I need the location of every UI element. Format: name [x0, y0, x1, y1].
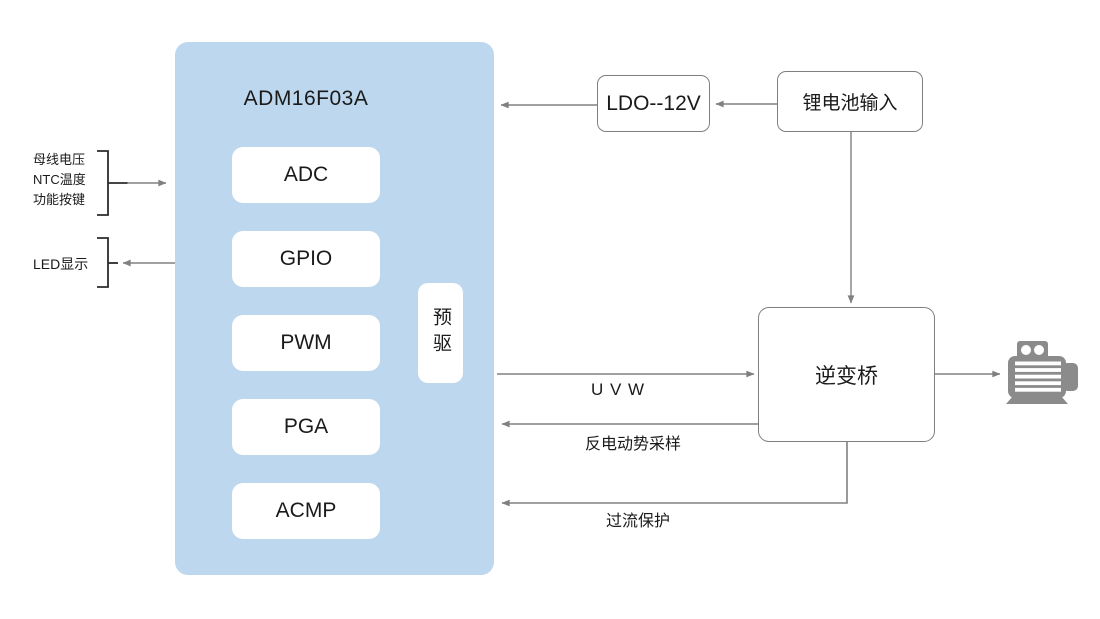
module-adc: ADC	[232, 147, 380, 203]
module-pwm: PWM	[232, 315, 380, 371]
input-bracket	[97, 150, 109, 216]
label-back-emf-sampling: 反电动势采样	[584, 436, 681, 453]
chip-title: ADM16F03A	[243, 87, 369, 110]
sensing-input-labels: 母线电压 NTC温度 功能按键	[33, 150, 86, 210]
label-uvw: U V W	[590, 380, 646, 399]
inverter-bridge-block: 逆变桥	[758, 307, 935, 442]
label-overcurrent-protection: 过流保护	[605, 513, 670, 530]
ldo-block: LDO--12V	[597, 75, 710, 132]
label-led-display: LED显示	[33, 256, 89, 272]
label-ntc-temp: NTC温度	[33, 172, 86, 187]
label-function-keys: 功能按键	[33, 192, 86, 207]
predriver-block: 预驱	[418, 283, 463, 383]
module-pga: PGA	[232, 399, 380, 455]
battery-input-block: 锂电池输入	[777, 71, 923, 132]
module-gpio: GPIO	[232, 231, 380, 287]
module-acmp: ACMP	[232, 483, 380, 539]
motor-icon	[1006, 341, 1078, 404]
label-bus-voltage: 母线电压	[33, 152, 86, 167]
led-bracket	[97, 237, 109, 288]
